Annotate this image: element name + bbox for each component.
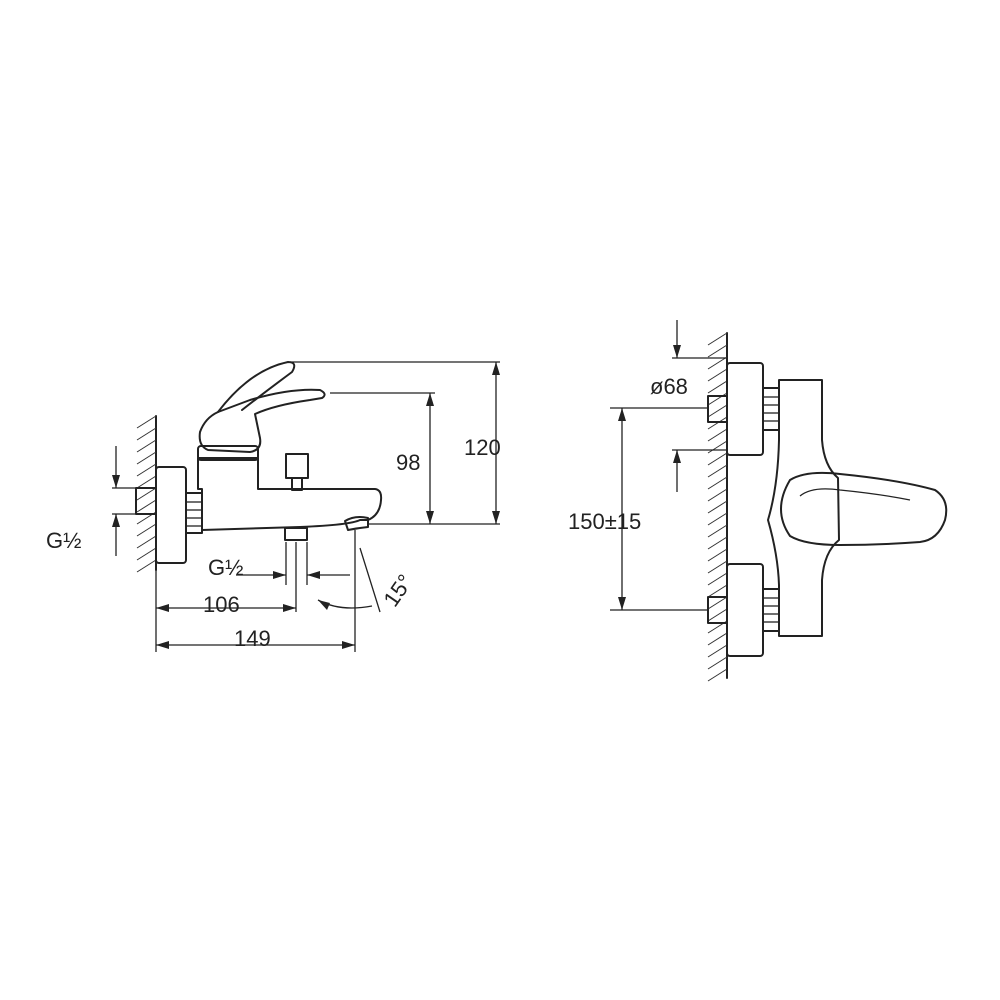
dimension-149 (156, 641, 355, 649)
dimension-98 (426, 393, 434, 524)
upper-escutcheon (726, 362, 764, 456)
label-diameter: ø68 (650, 374, 688, 399)
dimension-left-thread (112, 446, 120, 556)
dimension-bottom-thread (236, 571, 350, 579)
dimension-centers (618, 408, 626, 610)
label-dim-106: 106 (203, 592, 240, 617)
dimension-106 (156, 604, 296, 612)
spout-outlet (344, 516, 369, 531)
label-dim-149: 149 (234, 626, 271, 651)
inlet-stub (135, 487, 157, 515)
angle-arc-15 (317, 599, 373, 610)
side-view: G½ G½ 106 149 98 120 15° (46, 361, 501, 652)
lever-top-edge (217, 361, 296, 413)
wall-hatch-left (136, 415, 157, 573)
label-thread-bottom: G½ (208, 555, 243, 580)
cartridge-column (197, 445, 259, 461)
lower-escutcheon (726, 563, 764, 657)
lower-nut (762, 588, 780, 632)
diverter-stem (291, 477, 303, 491)
connection-nut (185, 492, 203, 534)
upper-nut (762, 387, 780, 431)
lever-handle (198, 388, 326, 453)
diverter-knob (285, 453, 309, 479)
label-dim-98: 98 (396, 450, 420, 475)
upper-inlet-stub (707, 395, 728, 423)
lever-handle-inner (799, 488, 911, 501)
mixer-body (197, 457, 383, 531)
front-view: ø68 150±15 (568, 320, 948, 682)
escutcheon (155, 466, 187, 564)
wall-hatch-right (707, 332, 728, 682)
label-centers: 150±15 (568, 509, 641, 534)
dimension-diameter (673, 320, 681, 492)
lever-handle-front (780, 471, 948, 546)
dimension-120 (492, 362, 500, 524)
label-dim-120: 120 (464, 435, 501, 460)
mixer-body-front (767, 379, 840, 637)
bottom-outlet (284, 527, 308, 541)
label-thread-left: G½ (46, 528, 81, 553)
label-angle: 15° (378, 570, 418, 612)
